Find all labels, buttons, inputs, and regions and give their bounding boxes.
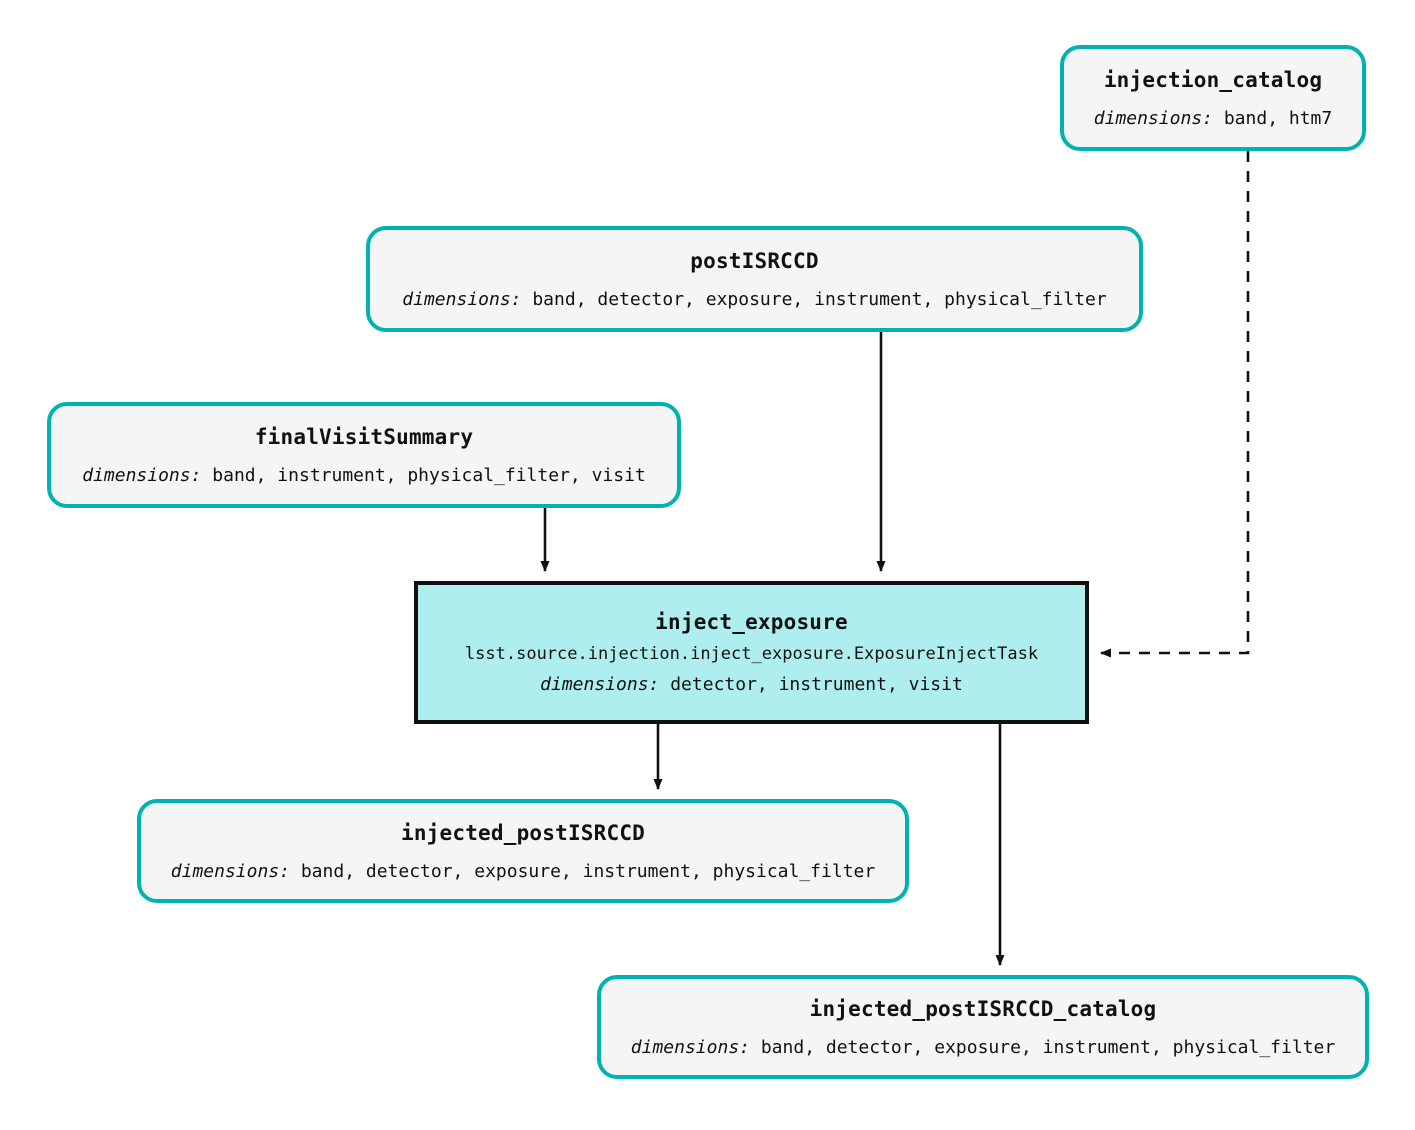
dimensions-value: band, detector, exposure, instrument, ph… [300, 860, 876, 882]
node-title: inject_exposure [655, 610, 848, 634]
dataset-node-injected-postisrccd-catalog[interactable]: injected_postISRCCD_catalog dimensions: … [597, 975, 1369, 1079]
node-dimensions: dimensions: band, htm7 [1094, 108, 1332, 129]
task-node-inject-exposure[interactable]: inject_exposure lsst.source.injection.in… [414, 581, 1089, 724]
node-title: injected_postISRCCD_catalog [809, 996, 1157, 1021]
dataset-node-finalvisitsummary[interactable]: finalVisitSummary dimensions: band, inst… [47, 402, 681, 508]
dataset-node-injected-postisrccd[interactable]: injected_postISRCCD dimensions: band, de… [137, 799, 909, 903]
dimensions-label: dimensions: [170, 860, 290, 882]
node-dimensions: dimensions: band, instrument, physical_f… [82, 465, 646, 486]
node-dimensions: dimensions: band, detector, exposure, in… [631, 1037, 1335, 1058]
node-title: injected_postISRCCD [400, 820, 646, 845]
dataset-node-postisrccd[interactable]: postISRCCD dimensions: band, detector, e… [366, 226, 1143, 332]
node-title: finalVisitSummary [254, 424, 474, 449]
dimensions-value: band, htm7 [1223, 107, 1333, 129]
dimensions-label: dimensions: [1093, 107, 1213, 129]
dimensions-value: band, detector, exposure, instrument, ph… [760, 1036, 1336, 1058]
dimensions-value: band, instrument, physical_filter, visit [212, 464, 646, 486]
node-title: injection_catalog [1103, 67, 1323, 92]
node-dimensions: dimensions: band, detector, exposure, in… [171, 861, 875, 882]
dimensions-label: dimensions: [630, 1036, 750, 1058]
dimensions-value: detector, instrument, visit [670, 674, 963, 695]
dimensions-label: dimensions: [402, 288, 522, 310]
node-task-class: lsst.source.injection.inject_exposure.Ex… [464, 644, 1039, 664]
node-dimensions: dimensions: detector, instrument, visit [540, 674, 963, 695]
node-title: postISRCCD [690, 248, 819, 273]
node-dimensions: dimensions: band, detector, exposure, in… [402, 289, 1106, 310]
dataset-node-injection-catalog[interactable]: injection_catalog dimensions: band, htm7 [1060, 45, 1366, 151]
dimensions-label: dimensions: [82, 464, 202, 486]
dimensions-label: dimensions: [540, 674, 660, 695]
dimensions-value: band, detector, exposure, instrument, ph… [532, 288, 1107, 310]
